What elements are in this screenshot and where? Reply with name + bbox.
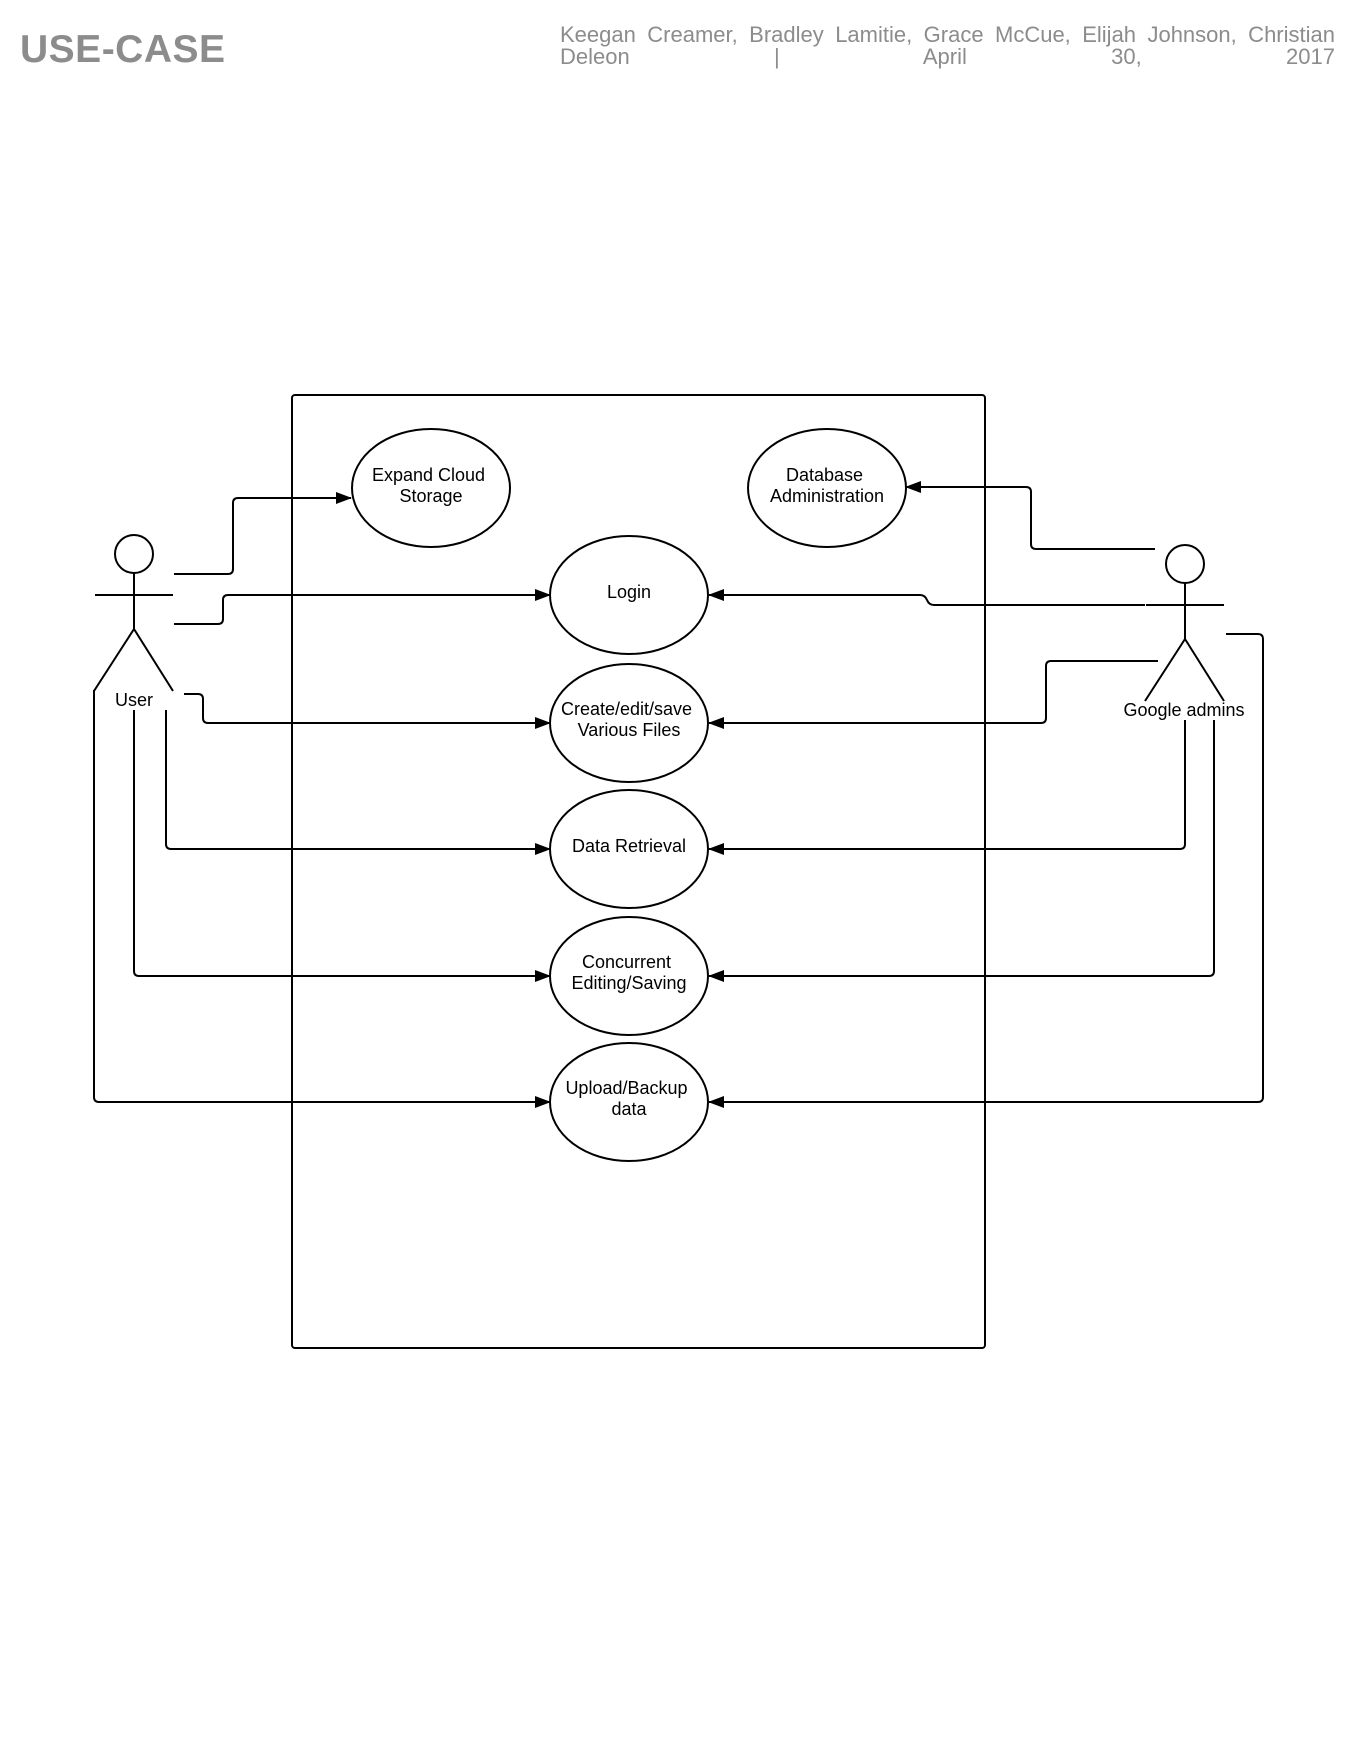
actor-user xyxy=(93,534,174,692)
actor-head xyxy=(114,534,154,574)
use-case-ellipse xyxy=(549,663,709,783)
user-to-retrieval-connector xyxy=(165,710,551,855)
svg-text:Database Administration: Database Administration xyxy=(770,465,884,506)
svg-text:Create/edit/save Various: Create/edit/save Various Files xyxy=(561,699,697,740)
admin-to-retrieval-connector xyxy=(708,720,1186,855)
use-case-label-line: Expand Cloud xyxy=(372,465,485,485)
use-case-create-edit-save-files: Create/edit/save Various Files xyxy=(549,663,709,783)
use-case-label-line: Concurrent xyxy=(582,952,671,972)
use-case-ellipse xyxy=(549,916,709,1036)
use-case-login: Login xyxy=(549,535,709,655)
actor-google-admins-label: Google admins xyxy=(1123,700,1244,720)
user-to-files-connector xyxy=(184,693,551,729)
use-case-expand-cloud-storage: Expand Cloud Storage xyxy=(351,428,511,548)
admin-to-concurrent-connector xyxy=(708,720,1215,982)
use-case-label-line: Upload/Backup xyxy=(565,1078,687,1098)
use-case-label-line: Storage xyxy=(399,486,462,506)
use-case-label-line: Data Retrieval xyxy=(572,836,686,856)
authors-and-date: Keegan Creamer, Bradley Lamitie, Grace M… xyxy=(560,22,1335,69)
page-title: USE-CASE xyxy=(20,28,226,71)
use-case-upload-backup-data: Upload/Backup data xyxy=(549,1042,709,1162)
actor-user-label: User xyxy=(115,690,153,710)
svg-text:Upload/Backup data: Upload/Backup data xyxy=(565,1078,692,1119)
actor-left-leg xyxy=(1144,638,1186,702)
use-case-label-line: Database xyxy=(786,465,863,485)
admin-to-files-connector xyxy=(708,660,1158,729)
use-case-data-retrieval: Data Retrieval xyxy=(549,789,709,909)
user-to-expand-storage-connector xyxy=(174,492,352,575)
use-case-ellipse xyxy=(549,535,709,655)
svg-text:Expand Cloud Storage: Expand Cloud Storage xyxy=(372,465,490,506)
use-case-label-line: data xyxy=(611,1099,647,1119)
use-case-ellipse xyxy=(351,428,511,548)
use-case-label-line: Administration xyxy=(770,486,884,506)
use-case-ellipse xyxy=(747,428,907,548)
user-to-concurrent-connector xyxy=(133,710,551,982)
use-case-label-line: Login xyxy=(607,582,651,602)
admin-connectors xyxy=(708,481,1264,1108)
actor-right-leg xyxy=(133,628,174,692)
admin-to-login-connector xyxy=(708,589,1145,606)
actor-head xyxy=(1165,544,1205,584)
use-case-database-administration: Database Administration xyxy=(747,428,907,548)
user-connectors xyxy=(93,492,551,1108)
user-to-upload-connector xyxy=(93,690,551,1108)
use-case-label-line: Create/edit/save xyxy=(561,699,692,719)
admin-to-upload-connector xyxy=(708,633,1264,1108)
svg-text:Data Retrieval: Data Retrieval xyxy=(572,836,686,856)
actor-left-leg xyxy=(93,628,135,692)
admin-to-db-admin-connector xyxy=(905,481,1155,550)
use-case-ellipse xyxy=(549,1042,709,1162)
use-case-label-line: Editing/Saving xyxy=(571,973,686,993)
use-case-concurrent-editing-saving: Concurrent Editing/Saving xyxy=(549,916,709,1036)
use-case-label-line: Various Files xyxy=(578,720,681,740)
actor-google-admins xyxy=(1144,544,1225,702)
svg-text:Login: Login xyxy=(607,582,651,602)
user-to-login-connector xyxy=(174,589,551,625)
use-case-ellipse xyxy=(549,789,709,909)
system-boundary xyxy=(291,394,986,1349)
actor-right-leg xyxy=(1184,638,1225,702)
svg-text:Concurrent Editing/Savin: Concurrent Editing/Saving xyxy=(571,952,686,993)
